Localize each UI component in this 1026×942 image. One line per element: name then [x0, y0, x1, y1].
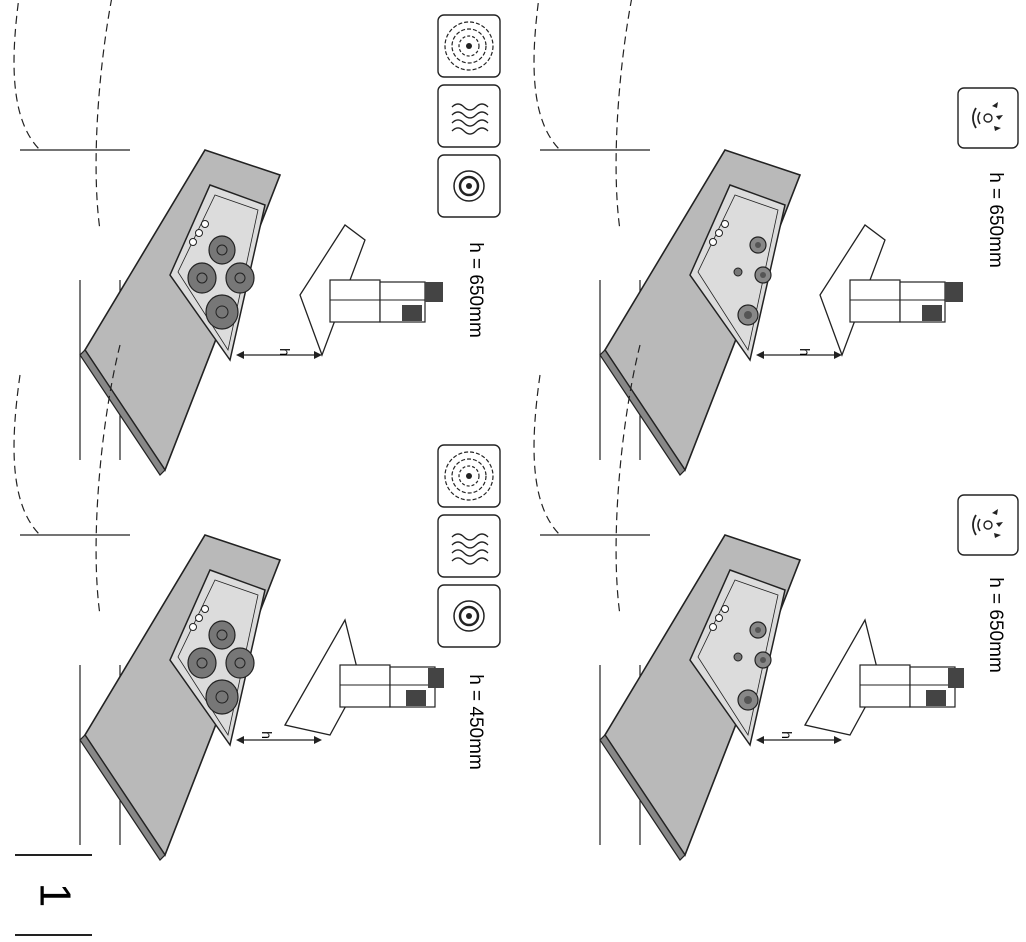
height-symbol: h — [797, 348, 813, 356]
panel-electric-angled: h h = 450mm — [13, 344, 502, 861]
gas-flame-icon — [957, 87, 1019, 149]
wall-hood-drawing — [299, 224, 444, 356]
electric-hob-scene — [13, 0, 323, 476]
height-label: h = 650mm — [985, 577, 1006, 673]
angled-hood-drawing — [284, 619, 445, 736]
panel-electric-wall: h h = 650mm — [13, 0, 502, 476]
radiant-coil-icon — [437, 84, 501, 148]
height-symbol: h — [259, 731, 275, 739]
page-number: 1 — [30, 883, 79, 907]
panel-gas-angled: h h = 650mm — [533, 344, 1019, 861]
gas-hob-scene — [533, 0, 843, 476]
height-label: h = 450mm — [465, 674, 486, 770]
hotplate-icon — [436, 583, 502, 649]
hotplate-icon — [436, 153, 502, 219]
gas-flame-icon — [957, 494, 1019, 556]
wall-hood-drawing — [819, 224, 964, 356]
fan-grille-icon — [437, 14, 501, 78]
panel-gas-wall: h h = 650mm — [533, 0, 1019, 476]
page-number-box: 1 — [15, 854, 92, 936]
height-symbol: h — [779, 731, 795, 739]
angled-hood-drawing — [804, 619, 965, 736]
fan-grille-icon — [437, 444, 501, 508]
height-label: h = 650mm — [985, 172, 1006, 268]
height-label: h = 650mm — [465, 242, 486, 338]
height-symbol: h — [277, 348, 293, 356]
radiant-coil-icon — [437, 514, 501, 578]
